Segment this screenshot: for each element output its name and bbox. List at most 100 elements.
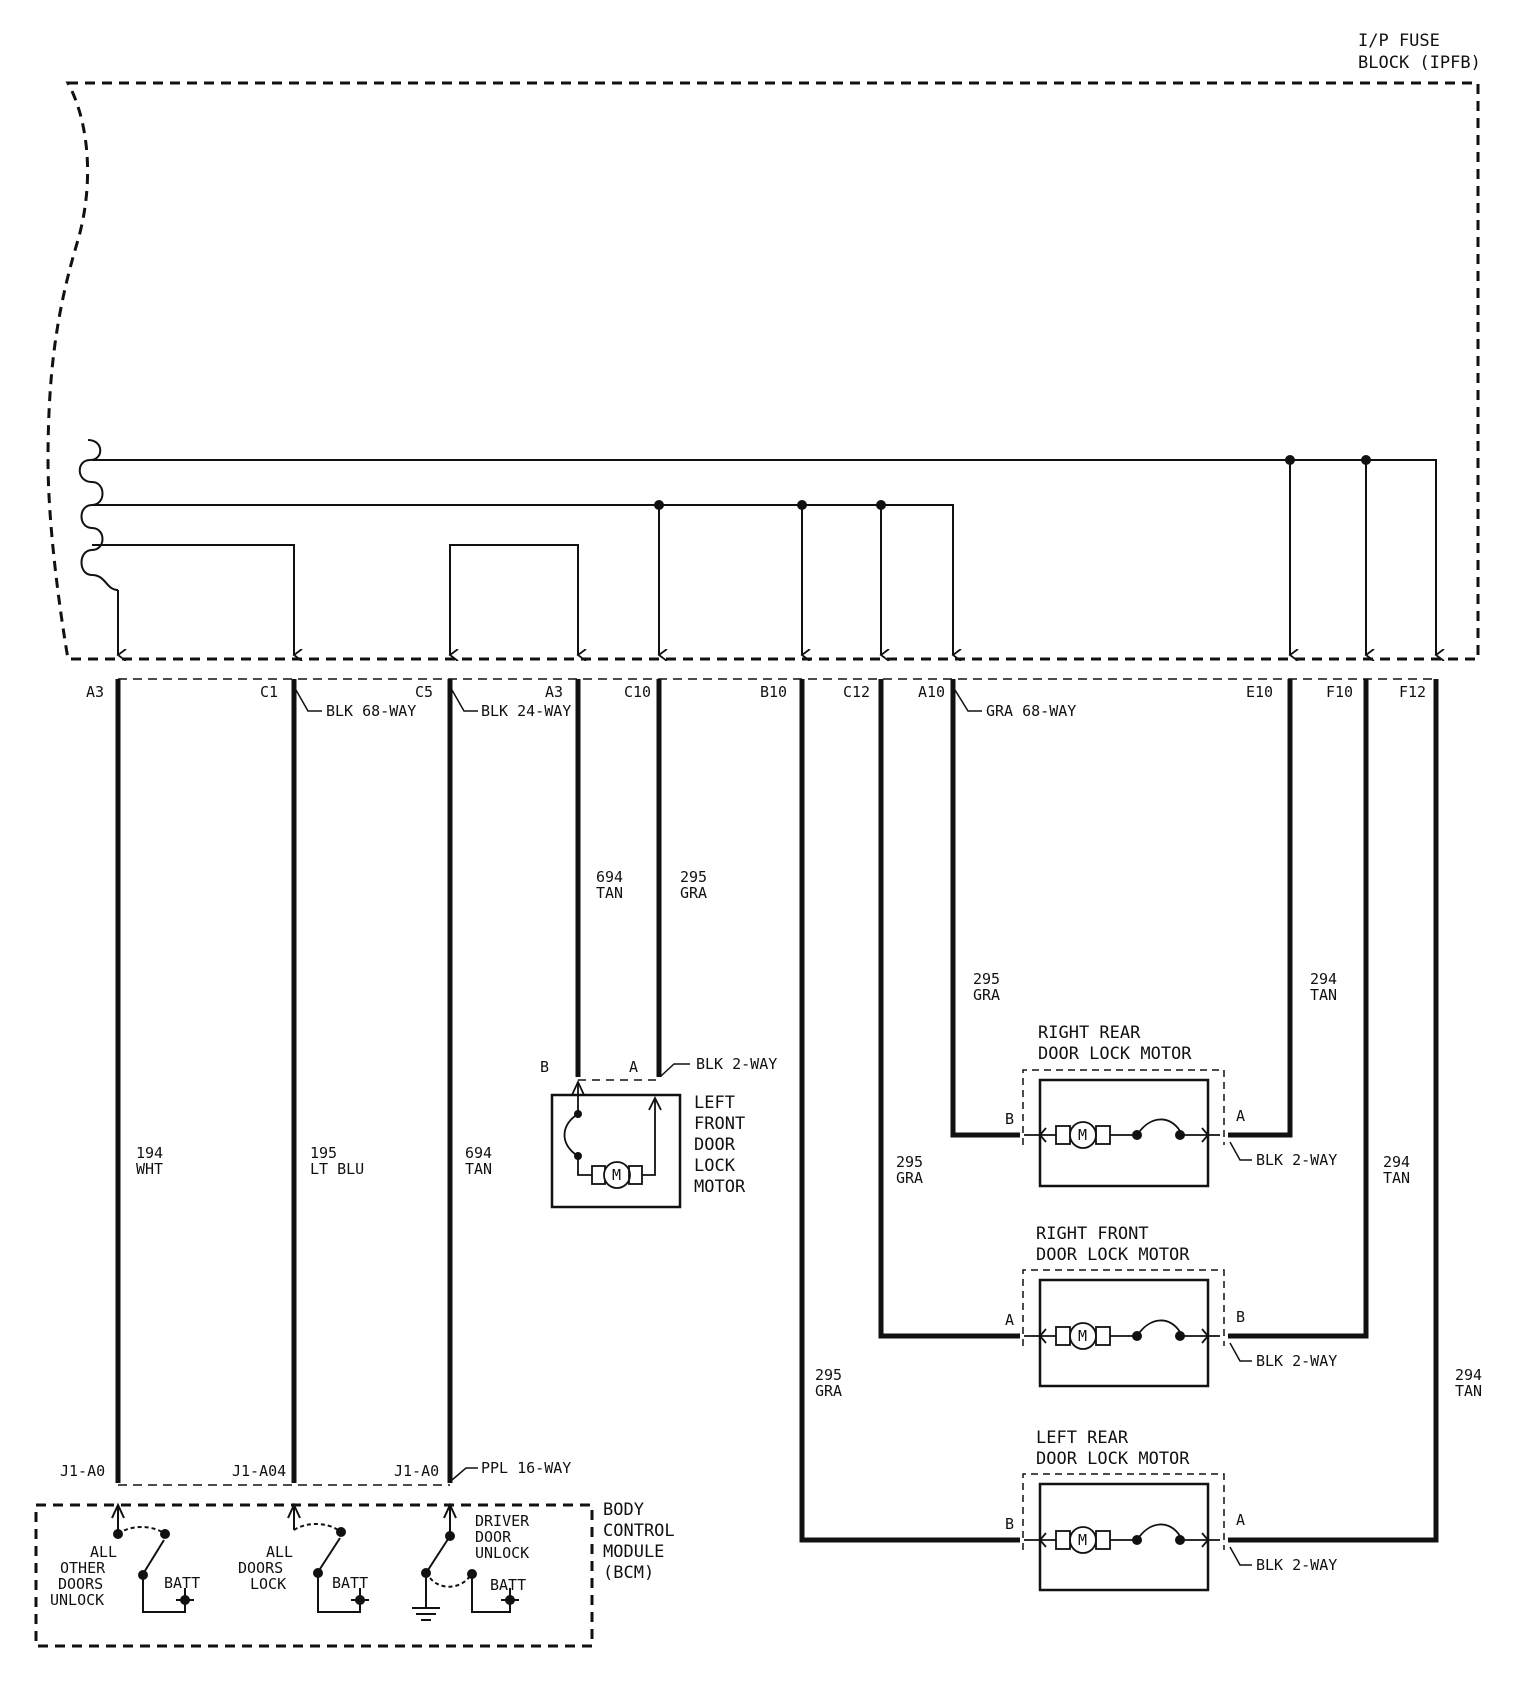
switch-all-other-doors-unlock [111,1502,194,1613]
bcm-pin-j1-a0-3: J1-A0 [394,1462,439,1480]
wire-694-lf-color: TAN [596,884,623,902]
batt-3: BATT [490,1576,526,1594]
sw2-label-1: ALL [266,1543,293,1561]
fuse-block-title-line2: BLOCK (IPFB) [1358,53,1481,73]
fuse-element-icon [78,439,119,591]
connector-blk-24-way: BLK 24-WAY [481,702,571,720]
cavity-a3-left: A3 [86,683,104,701]
wire-194-color: WHT [136,1160,163,1178]
gra68-leader [954,689,982,712]
cavity-c10: C10 [624,683,651,701]
rr-motor-m: M [1078,1126,1087,1144]
rr-blk2-leader [1229,1141,1252,1161]
cavity-a3-right: A3 [545,683,563,701]
wire-294-lr-color: TAN [1455,1382,1482,1400]
connector-lf-blk-2-way: BLK 2-WAY [696,1055,777,1073]
lf-motor-m: M [612,1166,621,1184]
fuse-block-internal-wiring [92,459,1436,655]
wire-295-rf-number: 295 [896,1153,923,1171]
rf-motor-title-2: DOOR LOCK MOTOR [1036,1245,1190,1265]
lf-motor-pin-a: A [629,1058,638,1076]
sw1-label-3: DOORS [58,1575,103,1593]
lr-motor-pin-left: B [1005,1515,1014,1533]
cavity-b10: B10 [760,683,787,701]
blk24-leader [451,689,478,712]
bcm-label-1: BODY [603,1500,644,1520]
wire-295-lf-color: GRA [680,884,707,902]
wire-694-bcm-number: 694 [465,1144,492,1162]
wire-294-rf-number: 294 [1383,1153,1410,1171]
sw1-label-1: ALL [90,1543,117,1561]
fuse-block-title-line1: I/P FUSE [1358,31,1440,51]
cavity-f10: F10 [1326,683,1353,701]
wire-194-number: 194 [136,1144,163,1162]
connector-ppl-16-way: PPL 16-WAY [481,1459,571,1477]
wire-195-number: 195 [310,1144,337,1162]
lf-motor-label-3: DOOR [694,1135,736,1155]
rf-blk2-leader [1229,1342,1252,1362]
lf-motor-label-4: LOCK [694,1156,736,1176]
lr-motor-pin-right: A [1236,1511,1245,1529]
wire-195-color: LT BLU [310,1160,364,1178]
wire-295-lr-number: 295 [815,1366,842,1384]
lf-motor-label-1: LEFT [694,1093,735,1113]
sw3-label-1: DRIVER [475,1512,530,1530]
lf-motor-pin-b: B [540,1058,549,1076]
left-rear-door-lock-motor [1022,1473,1225,1592]
bcm-label-4: (BCM) [603,1563,654,1583]
blk68-leader [295,689,322,712]
lr-blk2-leader [1229,1546,1252,1566]
batt-2: BATT [332,1574,368,1592]
rr-motor-title-2: DOOR LOCK MOTOR [1038,1044,1192,1064]
switch-driver-door-unlock [412,1502,519,1621]
bcm-outline [34,1503,594,1648]
sw1-label-4: UNLOCK [50,1591,104,1609]
bcm-pin-j1-a04: J1-A04 [232,1462,286,1480]
wire-294-rf-color: TAN [1383,1169,1410,1187]
bcm-label-3: MODULE [603,1542,664,1562]
bcm-pin-j1-a0-1: J1-A0 [60,1462,105,1480]
right-front-door-lock-motor [1022,1269,1225,1388]
lr-motor-title-1: LEFT REAR [1036,1428,1129,1448]
batt-1: BATT [164,1574,200,1592]
rf-motor-title-1: RIGHT FRONT [1036,1224,1149,1244]
harness-wires [115,679,1439,1543]
wire-694-bcm-color: TAN [465,1160,492,1178]
sw2-label-2: DOORS [238,1559,283,1577]
connector-rr-blk-2-way: BLK 2-WAY [1256,1151,1337,1169]
switch-all-doors-lock [287,1502,369,1613]
wire-294-rr-color: TAN [1310,986,1337,1004]
cavity-c1: C1 [260,683,278,701]
cavity-e10: E10 [1246,683,1273,701]
bcm-label-2: CONTROL [603,1521,675,1541]
rf-motor-m: M [1078,1327,1087,1345]
wire-295-lr-color: GRA [815,1382,842,1400]
wire-295-rr-color: GRA [973,986,1000,1004]
lr-motor-m: M [1078,1531,1087,1549]
left-front-door-lock-motor [550,1079,682,1209]
wire-295-lf-number: 295 [680,868,707,886]
rr-motor-pin-right: A [1236,1107,1245,1125]
connector-rf-blk-2-way: BLK 2-WAY [1256,1352,1337,1370]
rf-motor-pin-left: A [1005,1311,1014,1329]
wire-694-lf-number: 694 [596,868,623,886]
connector-gra-68-way: GRA 68-WAY [986,702,1076,720]
connector-lr-blk-2-way: BLK 2-WAY [1256,1556,1337,1574]
cavity-a10: A10 [918,683,945,701]
wire-295-rr-number: 295 [973,970,1000,988]
right-rear-door-lock-motor [1022,1069,1225,1188]
wire-294-rr-number: 294 [1310,970,1337,988]
sw2-label-3: LOCK [250,1575,286,1593]
lf-blk2-leader [660,1063,690,1077]
rf-motor-pin-right: B [1236,1308,1245,1326]
sw1-label-2: OTHER [60,1559,106,1577]
sw3-label-3: UNLOCK [475,1544,529,1562]
lf-motor-label-2: FRONT [694,1114,745,1134]
rr-motor-pin-left: B [1005,1110,1014,1128]
connector-blk-68-way: BLK 68-WAY [326,702,416,720]
wire-295-rf-color: GRA [896,1169,923,1187]
lf-motor-label-5: MOTOR [694,1177,746,1197]
fuse-block-outline [46,81,1480,661]
sw3-label-2: DOOR [475,1528,512,1546]
